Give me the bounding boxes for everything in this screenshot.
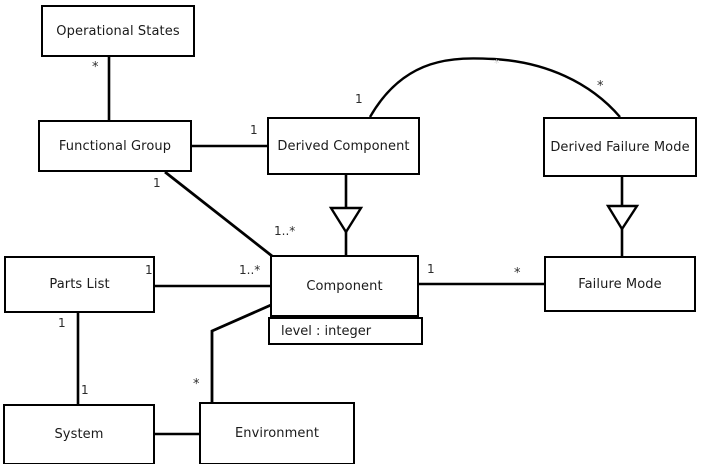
edge-functional-group-component[interactable] — [164, 170, 273, 258]
multiplicity-parts-list-component-source: 1 — [145, 263, 153, 277]
multiplicity-parts-list-component-target: 1..* — [239, 263, 261, 277]
multiplicity-functional-group-component-target: 1..* — [274, 224, 296, 238]
class-name-derived-failure-mode: Derived Failure Mode — [550, 139, 690, 155]
multiplicity-derived-component-arc: 1 — [355, 92, 363, 106]
class-box-system[interactable]: System — [3, 404, 155, 464]
multiplicity-component-failure-mode-source: 1 — [427, 262, 435, 276]
class-name-parts-list: Parts List — [49, 277, 110, 292]
hollow-triangle-down-icon-derived-component — [328, 206, 364, 235]
multiplicity-functional-group-derived-component: 1 — [250, 123, 258, 137]
multiplicity-component-failure-mode-target: * — [514, 266, 521, 281]
multiplicity-parts-list-system-target: 1 — [81, 383, 89, 397]
class-box-environment[interactable]: Environment — [199, 402, 355, 464]
class-name-environment: Environment — [234, 426, 320, 441]
class-box-parts-list[interactable]: Parts List — [4, 256, 155, 313]
attribute-level: level : integer — [281, 323, 372, 339]
class-box-component[interactable]: Component — [270, 255, 419, 317]
class-name-functional-group: Functional Group — [58, 138, 172, 154]
class-box-failure-mode[interactable]: Failure Mode — [544, 256, 696, 312]
class-name-failure-mode: Failure Mode — [578, 276, 662, 292]
class-name-system: System — [54, 427, 104, 442]
multiplicity-operational-states-functional-group: * — [92, 60, 99, 75]
class-box-derived-failure-mode[interactable]: Derived Failure Mode — [543, 117, 697, 177]
class-box-derived-component[interactable]: Derived Component — [267, 117, 420, 175]
class-name-operational-states: Operational States — [56, 23, 180, 39]
multiplicity-parts-list-system-source: 1 — [58, 316, 66, 330]
multiplicity-environment-component: * — [193, 377, 200, 392]
class-box-operational-states[interactable]: Operational States — [41, 5, 195, 57]
edge-derived-component-derived-failure-mode[interactable] — [368, 57, 621, 118]
class-attribute-compartment-component[interactable]: level : integer — [268, 317, 423, 345]
class-box-functional-group[interactable]: Functional Group — [38, 120, 192, 172]
edge-environment-component[interactable] — [210, 303, 272, 403]
class-name-component: Component — [306, 278, 383, 294]
arc-apex-faint-mark: * — [494, 57, 500, 70]
multiplicity-derived-failure-mode-arc: * — [597, 79, 604, 94]
multiplicity-functional-group-component-source: 1 — [153, 176, 161, 190]
class-name-derived-component: Derived Component — [277, 138, 410, 154]
hollow-triangle-down-icon-derived-failure-mode — [605, 204, 640, 232]
